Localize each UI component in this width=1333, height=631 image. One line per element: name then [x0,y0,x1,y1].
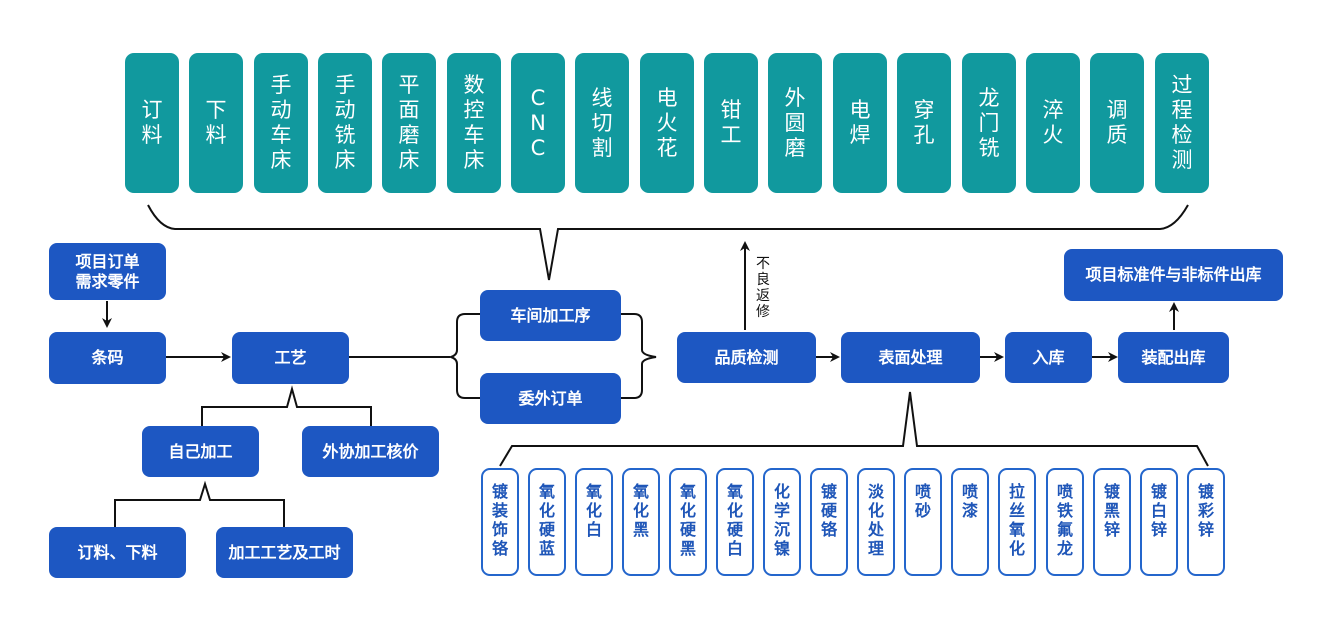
self-sub-bracket [114,480,285,527]
node-warehouse-in[interactable]: 入库 [1005,332,1092,383]
node-outsource-order[interactable]: 委外订单 [480,373,621,424]
treatment-item[interactable]: 氧化硬黑 [669,468,707,576]
process-item[interactable]: 订料 [125,53,179,193]
treatment-item[interactable]: 镀白锌 [1140,468,1178,576]
node-order-cut[interactable]: 订料、下料 [49,527,186,578]
treatment-item[interactable]: 喷铁氟龙 [1046,468,1084,576]
treatment-item[interactable]: 氧化白 [575,468,613,576]
process-brace [147,204,1189,281]
process-item[interactable]: 下料 [189,53,243,193]
process-item[interactable]: 龙门铣 [962,53,1016,193]
split-brace-left [447,313,480,399]
process-item[interactable]: 电焊 [833,53,887,193]
process-item[interactable]: 钳工 [704,53,758,193]
node-outsource-price[interactable]: 外协加工核价 [302,426,439,477]
node-assembly-out[interactable]: 装配出库 [1118,332,1229,383]
node-craft-time[interactable]: 加工工艺及工时 [216,527,353,578]
split-brace-right [621,313,657,399]
treatment-item[interactable]: 氧化硬白 [716,468,754,576]
process-item[interactable]: CNC [511,53,565,193]
treatment-item[interactable]: 化学沉镍 [763,468,801,576]
process-item[interactable]: 淬火 [1026,53,1080,193]
treatment-item[interactable]: 镀黑锌 [1093,468,1131,576]
node-craft[interactable]: 工艺 [232,332,349,384]
process-item[interactable]: 手动铣床 [318,53,372,193]
process-item[interactable]: 数控车床 [447,53,501,193]
node-self-process[interactable]: 自己加工 [142,426,259,477]
node-project-out[interactable]: 项目标准件与非标件出库 [1064,249,1283,301]
rework-label: 不良返修 [756,256,770,320]
node-quality[interactable]: 品质检测 [677,332,816,383]
process-item[interactable]: 线切割 [575,53,629,193]
process-item[interactable]: 穿孔 [897,53,951,193]
process-item[interactable]: 外圆磨 [768,53,822,193]
treatment-item[interactable]: 喷漆 [951,468,989,576]
node-workshop[interactable]: 车间加工序 [480,290,621,341]
treatment-item[interactable]: 镀装饰铬 [481,468,519,576]
node-project-order[interactable]: 项目订单需求零件 [49,243,166,300]
process-item[interactable]: 调质 [1090,53,1144,193]
process-item[interactable]: 手动车床 [254,53,308,193]
treatment-item[interactable]: 镀彩锌 [1187,468,1225,576]
treatment-item[interactable]: 喷砂 [904,468,942,576]
node-surface[interactable]: 表面处理 [841,332,980,383]
process-item[interactable]: 过程检测 [1155,53,1209,193]
treatment-item[interactable]: 氧化硬蓝 [528,468,566,576]
treatment-item[interactable]: 氧化黑 [622,468,660,576]
treatment-item[interactable]: 拉丝氧化 [998,468,1036,576]
process-item[interactable]: 平面磨床 [382,53,436,193]
treatment-item[interactable]: 淡化处理 [857,468,895,576]
craft-sub-bracket [201,385,372,428]
treatment-item[interactable]: 镀硬铬 [810,468,848,576]
node-barcode[interactable]: 条码 [49,332,166,384]
process-item[interactable]: 电火花 [640,53,694,193]
